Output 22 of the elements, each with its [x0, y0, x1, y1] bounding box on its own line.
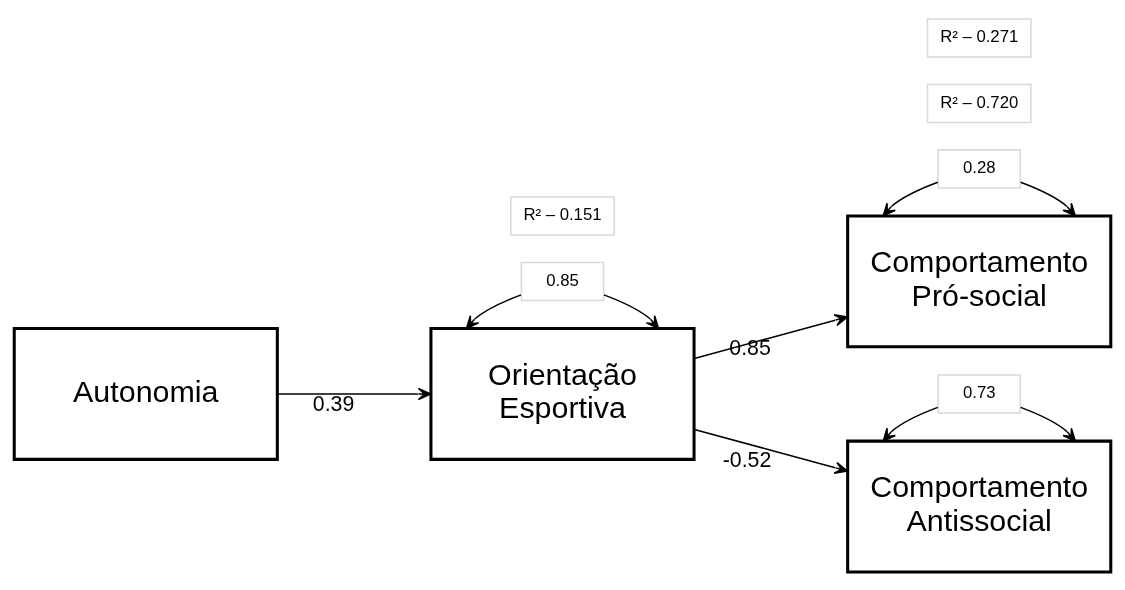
edge-label: 0.39	[312, 391, 355, 416]
node-box: R² – 0.151	[510, 195, 615, 236]
arrow	[882, 406, 939, 442]
arrow	[1019, 406, 1076, 442]
edge-label: -0.52	[722, 447, 772, 472]
arrow	[276, 387, 432, 400]
node-box: 0.85	[520, 261, 605, 301]
arrow	[1019, 181, 1076, 217]
arrow	[882, 181, 939, 217]
node-box: Comportamento Pró-social	[846, 214, 1113, 348]
arrow	[465, 293, 522, 329]
node-box: Autonomia	[12, 326, 279, 461]
node-box: Comportamento Antissocial	[846, 439, 1113, 573]
arrow	[693, 428, 849, 474]
node-box: R² – 0.271	[926, 17, 1032, 58]
node-box: 0.28	[937, 148, 1022, 189]
edge-label: 0.85	[729, 335, 771, 360]
node-box: Orientação Esportiva	[429, 326, 696, 461]
node-box: 0.73	[937, 373, 1022, 414]
node-box: R² – 0.720	[926, 83, 1032, 123]
arrow	[693, 313, 849, 359]
arrow	[603, 293, 660, 329]
